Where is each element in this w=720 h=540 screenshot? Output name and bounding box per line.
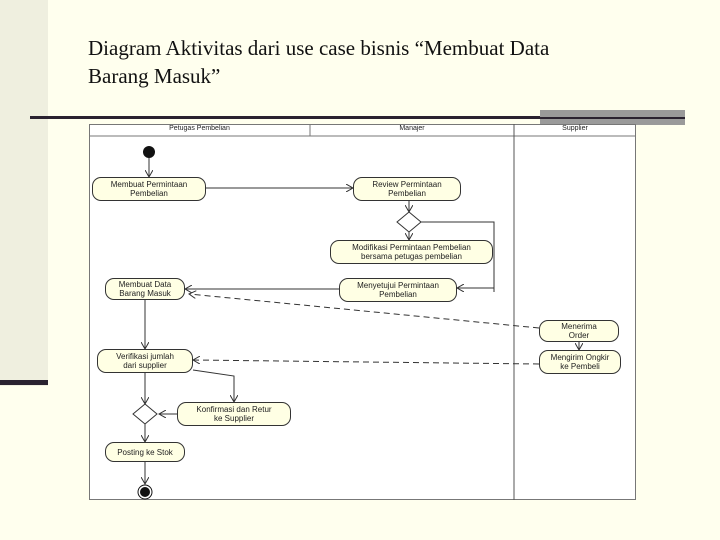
- final-node-inner: [140, 487, 150, 497]
- title-divider-accent-top: [540, 110, 685, 117]
- activity-mengirim-ongkir: Mengirim Ongkir ke Pembeli: [539, 350, 621, 374]
- activity-verifikasi-jumlah: Verifikasi jumlah dari supplier: [97, 349, 193, 373]
- flow-to-konfirmasi: [192, 369, 234, 402]
- diagram-frame: [89, 124, 636, 500]
- title-divider-accent-bottom: [540, 119, 685, 125]
- lane-label-manajer: Manajer: [399, 125, 425, 132]
- activity-menerima-order: Menerima Order: [539, 320, 619, 342]
- slide-title: Diagram Aktivitas dari use case bisnis “…: [88, 34, 688, 90]
- activity-review-permintaan: Review Permintaan Pembelian: [353, 177, 461, 201]
- activity-membuat-permintaan: Membuat Permintaan Pembelian: [92, 177, 206, 201]
- activity-konfirmasi-retur: Konfirmasi dan Retur ke Supplier: [177, 402, 291, 426]
- activity-membuat-data: Membuat Data Barang Masuk: [105, 278, 185, 300]
- lane-label-petugas: Petugas Pembelian: [169, 125, 230, 132]
- activity-menyetujui-permintaan: Menyetujui Permintaan Pembelian: [339, 278, 457, 302]
- lane-label-supplier: Supplier: [562, 125, 588, 132]
- slide-left-accent-bar: [0, 0, 48, 386]
- decision-verifikasi: [132, 403, 158, 425]
- diagram-connectors: [89, 124, 636, 500]
- decision-review: [396, 211, 422, 233]
- activity-modifikasi-permintaan: Modifikasi Permintaan Pembelian bersama …: [330, 240, 493, 264]
- slide-title-line-1: Diagram Aktivitas dari use case bisnis “…: [88, 36, 550, 60]
- flow-dashed-order-to-data: [189, 294, 540, 329]
- slide-title-line-2: Barang Masuk”: [88, 64, 221, 88]
- initial-node: [143, 146, 155, 158]
- slide-left-accent-line: [0, 380, 48, 385]
- activity-diagram: Petugas Pembelian Manajer Supplier Membu…: [89, 124, 636, 500]
- activity-posting-stok: Posting ke Stok: [105, 442, 185, 462]
- title-divider: [30, 116, 685, 119]
- flow-decision-approve: [421, 221, 495, 292]
- flow-dashed-mengirim-to-verifikasi: [193, 360, 540, 365]
